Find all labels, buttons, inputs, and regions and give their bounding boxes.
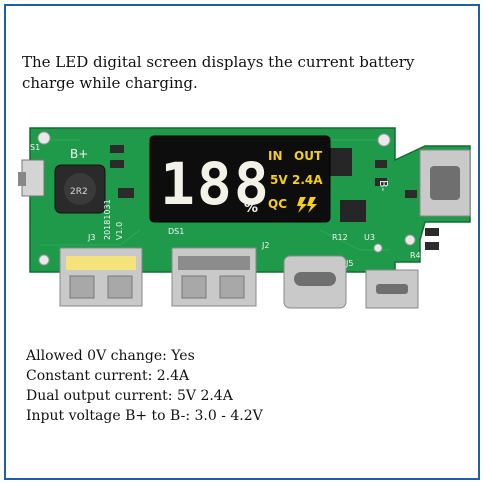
usb-c-port bbox=[283, 255, 347, 309]
smd-components bbox=[110, 145, 439, 250]
silk-version: V1.0 bbox=[115, 222, 124, 240]
inductor-code: 2R2 bbox=[70, 187, 88, 197]
silk-b-minus: B- bbox=[377, 180, 390, 192]
silk-r12: R12 bbox=[332, 233, 348, 242]
battery-percent-digits: 188 bbox=[160, 150, 271, 218]
silk-b-plus: B+ bbox=[70, 147, 88, 161]
out-indicator: OUT bbox=[294, 149, 323, 163]
caption-text: The LED digital screen displays the curr… bbox=[22, 53, 415, 92]
slide-switch bbox=[18, 159, 45, 197]
current-indicator: 2.4A bbox=[292, 173, 323, 187]
micro-usb-port bbox=[365, 269, 419, 309]
usb-a-port-right bbox=[171, 247, 257, 307]
voltage-indicator: 5V bbox=[270, 173, 288, 187]
silk-date: 20181031 bbox=[103, 199, 112, 240]
silk-u3: U3 bbox=[364, 233, 375, 242]
spec-line: Constant current: 2.4A bbox=[26, 368, 190, 384]
usb-a-port-left bbox=[59, 247, 143, 307]
qc-indicator: QC bbox=[268, 197, 287, 211]
silk-j5: J5 bbox=[345, 259, 353, 268]
in-indicator: IN bbox=[268, 149, 283, 163]
spec-list: Allowed 0V change: Yes Constant current:… bbox=[26, 346, 263, 426]
spec-line: Dual output current: 5V 2.4A bbox=[26, 388, 233, 404]
side-usb-c-port bbox=[419, 149, 471, 217]
percent-sign: % bbox=[244, 200, 258, 216]
silk-ds1: DS1 bbox=[168, 227, 184, 236]
silk-j2: J2 bbox=[261, 241, 269, 250]
silk-r40: R40 bbox=[410, 251, 426, 260]
lcd-display: 188 % IN OUT 5V 2.4A QC bbox=[149, 135, 331, 223]
silk-s1: S1 bbox=[30, 143, 40, 152]
inductor bbox=[54, 164, 106, 214]
silk-j3: J3 bbox=[87, 233, 95, 242]
spec-line: Input voltage B+ to B-: 3.0 - 4.2V bbox=[26, 408, 263, 424]
spec-line: Allowed 0V change: Yes bbox=[26, 348, 195, 364]
silkscreen-labels: B+ S1 2R2 20181031 V1.0 DS1 J2 J3 J5 U3 … bbox=[30, 143, 426, 268]
lightning-bolts-icon bbox=[297, 197, 317, 213]
